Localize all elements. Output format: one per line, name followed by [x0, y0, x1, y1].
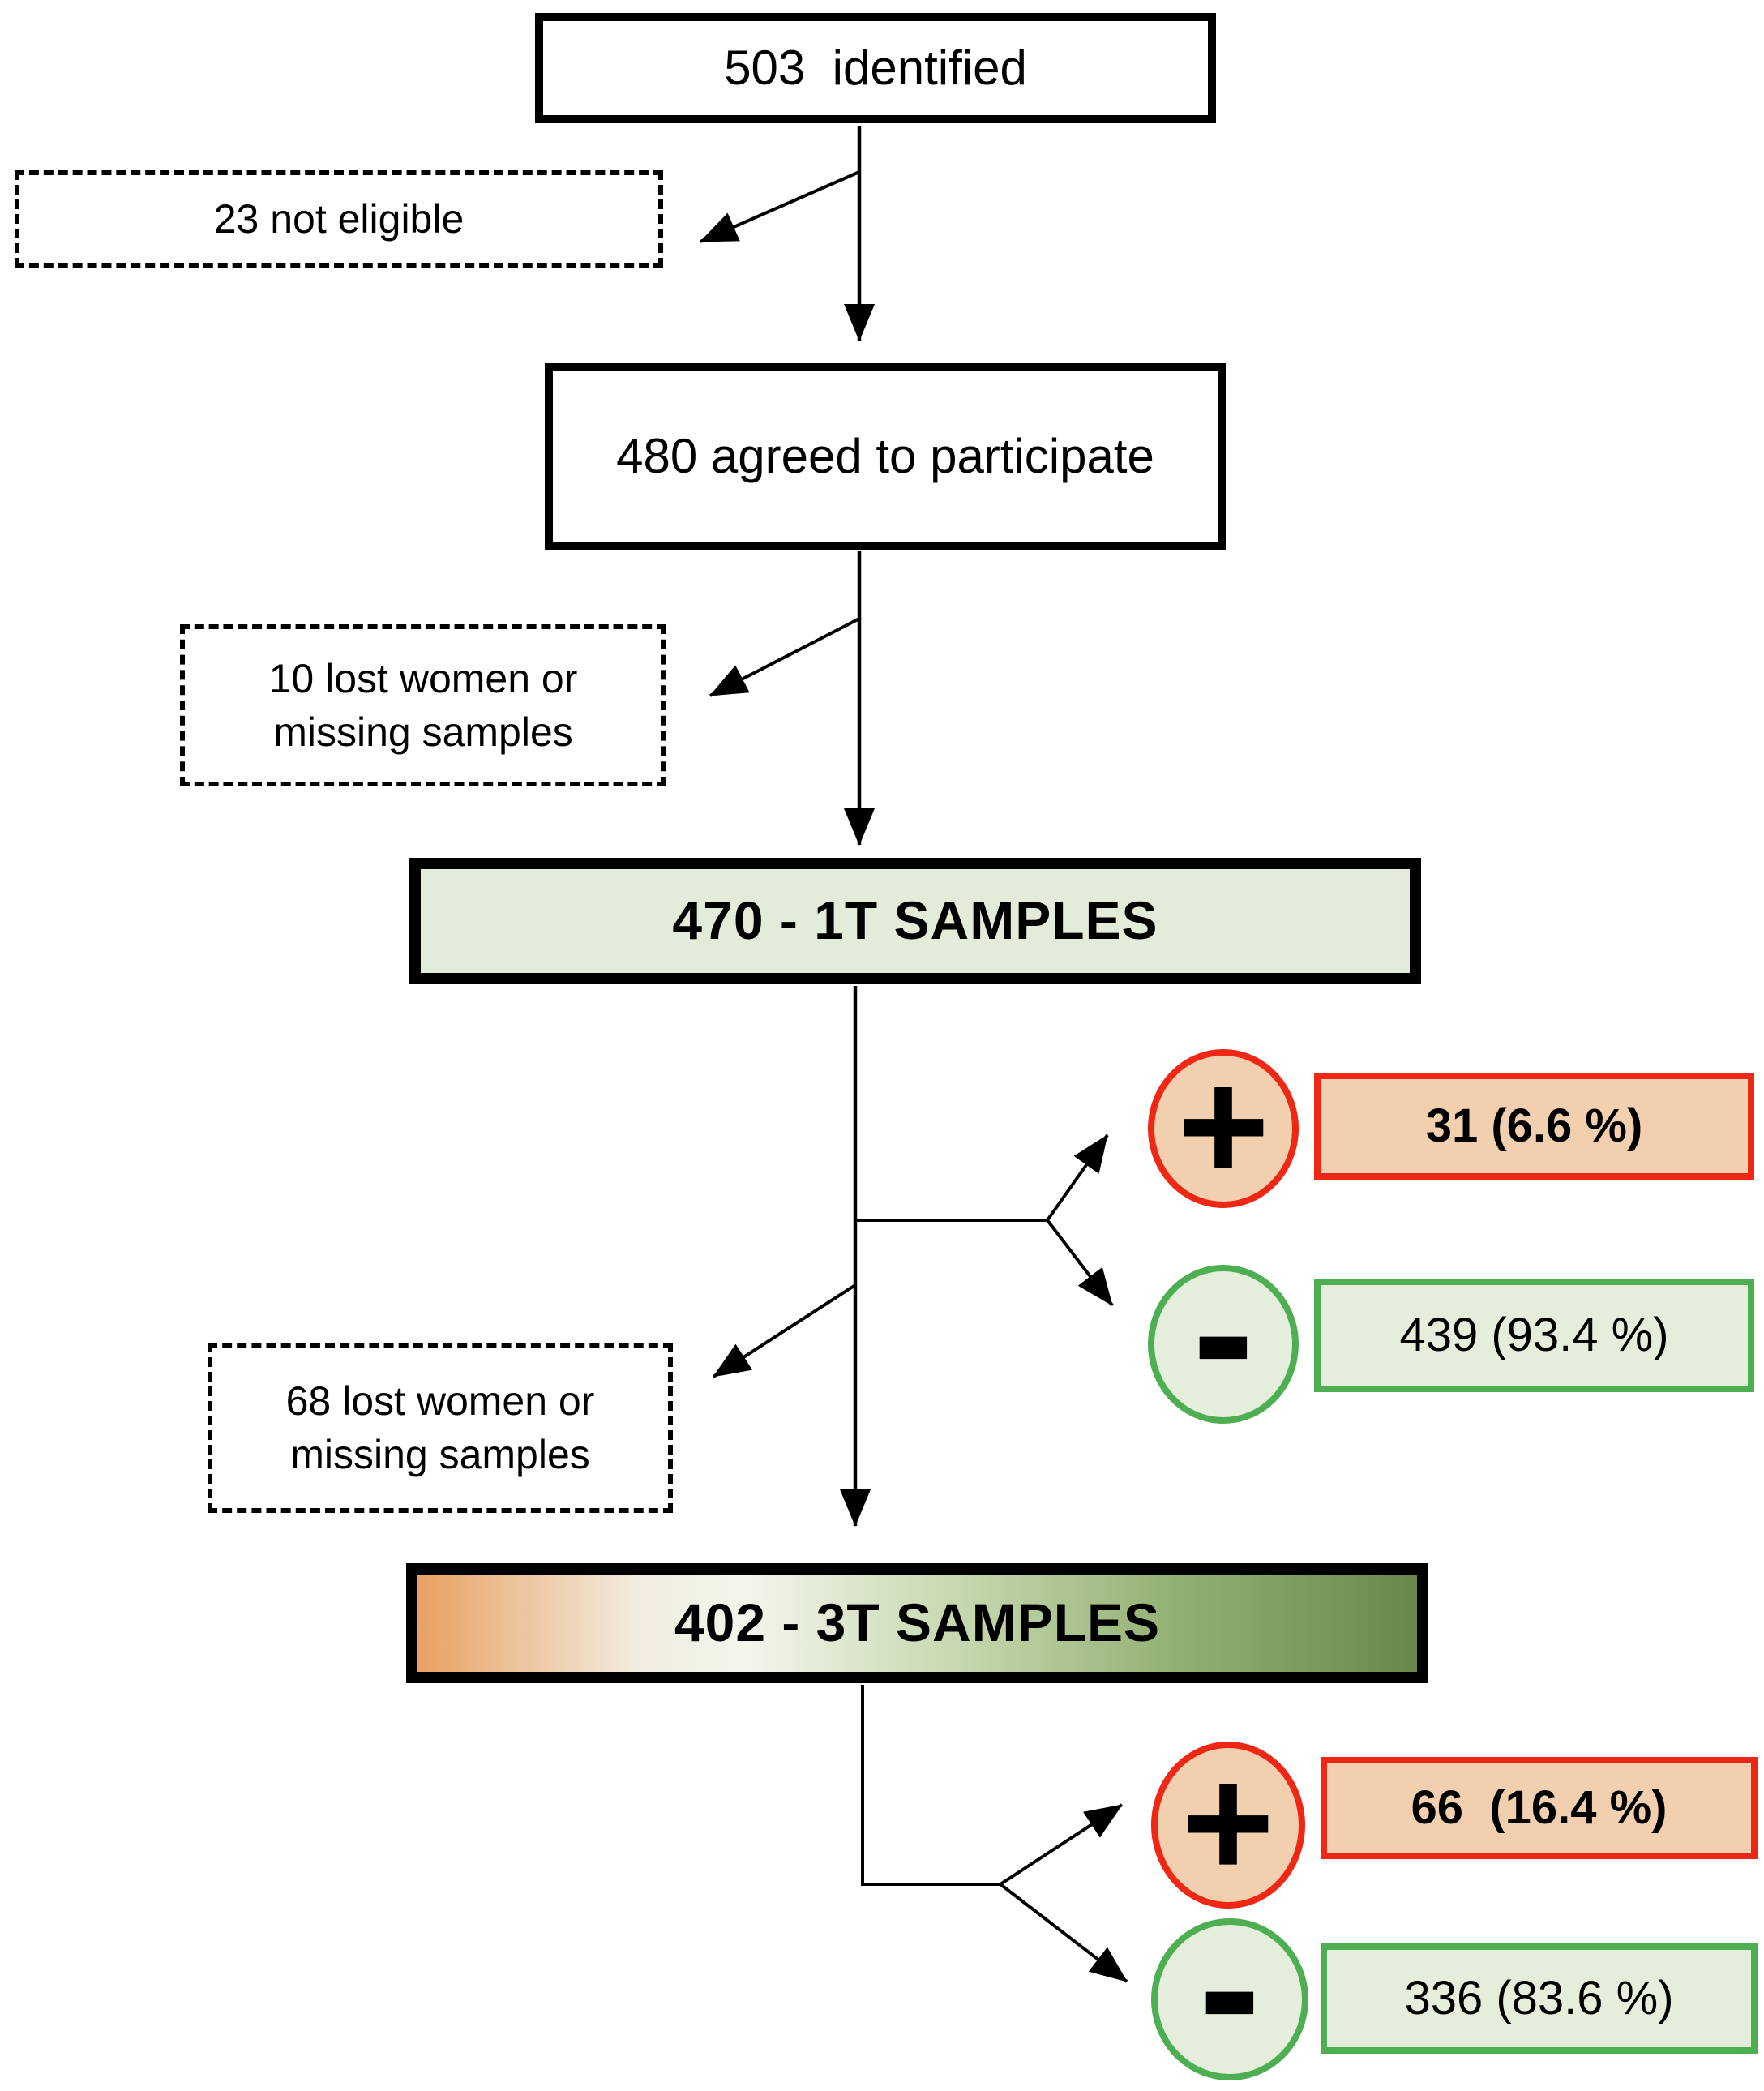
arrow-1t-to-negative [1046, 1219, 1114, 1307]
branch-3t-elbow [861, 1685, 1000, 1886]
node-samples-3t-label: 402 - 3T SAMPLES [674, 1592, 1161, 1653]
negative-1t-circle: - [1148, 1228, 1299, 1436]
minus-icon: - [1198, 1883, 1261, 2091]
positive-3t-count-box: 66 (16.4 %) [1321, 1757, 1758, 1859]
node-not-eligible: 23 not eligible [15, 170, 663, 268]
negative-3t-count-box: 336 (83.6 %) [1321, 1943, 1758, 2054]
plus-icon: + [1181, 1733, 1275, 1912]
node-lost-3t-label: 68 lost women or missing samples [285, 1378, 606, 1477]
positive-3t-circle: + [1151, 1742, 1305, 1909]
positive-1t-count: 31 (6.6 %) [1425, 1099, 1643, 1152]
negative-1t-count: 439 (93.4 %) [1399, 1308, 1669, 1361]
node-agreed-label: 480 agreed to participate [616, 429, 1154, 484]
positive-1t-count-box: 31 (6.6 %) [1314, 1073, 1754, 1180]
arrow-to-lost-1t [709, 616, 862, 697]
negative-3t-count: 336 (83.6 %) [1404, 1971, 1674, 2025]
node-samples-1t-label: 470 - 1T SAMPLES [672, 890, 1158, 951]
arrow-1t-to-positive [1046, 1133, 1109, 1222]
arrow-3t-to-positive [999, 1803, 1124, 1886]
minus-icon: - [1192, 1228, 1255, 1436]
negative-1t-count-box: 439 (93.4 %) [1314, 1279, 1754, 1392]
positive-1t-circle: + [1148, 1037, 1299, 1215]
arrow-to-not-eligible [700, 170, 860, 243]
node-not-eligible-label: 23 not eligible [213, 196, 465, 242]
node-lost-1t: 10 lost women or missing samples [180, 624, 666, 786]
node-agreed: 480 agreed to participate [545, 363, 1226, 550]
arrow-3t-to-negative [999, 1883, 1128, 1983]
plus-icon: + [1176, 1037, 1270, 1215]
arrow-to-lost-3t [712, 1283, 857, 1378]
negative-3t-circle: - [1151, 1883, 1308, 2091]
positive-3t-count: 66 (16.4 %) [1411, 1780, 1668, 1834]
node-samples-3t: 402 - 3T SAMPLES [406, 1563, 1428, 1683]
node-lost-1t-label: 10 lost women or missing samples [268, 656, 589, 755]
node-lost-3t: 68 lost women or missing samples [208, 1343, 673, 1513]
node-identified: 503 identified [535, 13, 1216, 123]
node-identified-label: 503 identified [724, 41, 1027, 96]
node-samples-1t: 470 - 1T SAMPLES [409, 858, 1421, 984]
